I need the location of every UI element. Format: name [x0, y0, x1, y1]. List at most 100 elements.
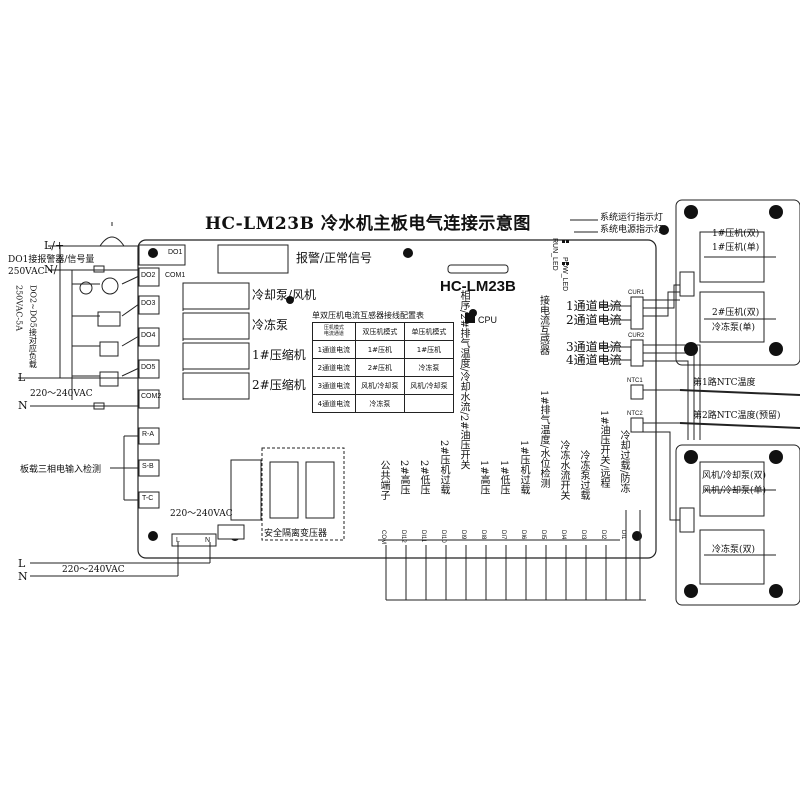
cool-pump-relay-label: 冷却泵/风机 — [252, 288, 317, 302]
ch4-label: 4通道电流 — [566, 353, 622, 367]
ra-terminal: R-A — [142, 431, 155, 438]
di-pin: DI1 — [620, 530, 626, 540]
di-pin: DI2 — [600, 530, 606, 540]
board-outline — [137, 239, 657, 559]
table-row: 1通道电流 1#压机 1#压机 — [312, 340, 455, 359]
l-label: L — [18, 371, 26, 384]
ntc2-temp-label: 第2路NTC温度(预留) — [693, 411, 781, 421]
relay-blocks — [182, 244, 289, 400]
page-title: HC-LM23B 冷水机主板电气连接示意图 — [205, 214, 531, 234]
di-label: 2#高压 — [398, 460, 409, 495]
ct-top-a: 1#压机(双) — [712, 229, 760, 239]
do3-terminal: DO3 — [141, 300, 156, 307]
power-lines — [18, 245, 217, 577]
table-cell: 1#压机 — [354, 340, 405, 359]
col-single: 单压机模式 — [403, 322, 455, 341]
do-note: DO2~DO5接对应负载 — [28, 285, 38, 368]
ct-top-c: 2#压机(双) — [712, 308, 760, 318]
di-pin: DI4 — [560, 530, 566, 540]
do4-terminal: DO4 — [141, 332, 156, 339]
ct-config-table: 单双压机电流互感器接线配置表 压机模式 电流通道 双压机模式 单压机模式 1通道… — [312, 310, 455, 413]
device-icons — [79, 277, 121, 387]
cpu-chip — [465, 313, 475, 323]
ct-top-d: 冷冻泵(单) — [712, 323, 756, 333]
table-corner: 压机模式 电流通道 — [312, 322, 356, 341]
di-pin: DI10 — [440, 530, 446, 543]
alarm-beacon-icon — [96, 222, 128, 247]
board-model: HC-LM23B — [440, 278, 516, 295]
freeze-pump-relay-label: 冷冻泵 — [252, 318, 289, 332]
di-label: 冷冻水流开关 — [558, 440, 569, 500]
run-led-label: RUN_LED — [551, 238, 558, 271]
sb-terminal: S-B — [142, 463, 154, 470]
corner-bottom: 电流通道 — [323, 330, 344, 337]
di-label: 冷却过载/防冻 — [618, 430, 629, 494]
transformer-label: 安全隔离变压器 — [264, 529, 328, 539]
table-cell — [403, 394, 455, 413]
di-label: 1#低压 — [498, 460, 509, 495]
col-dual: 双压机模式 — [354, 322, 405, 341]
di-label: 1#排气温度/水位检测 — [538, 390, 549, 489]
cpu-label: CPU — [478, 315, 498, 325]
tc-terminal: T-C — [142, 495, 154, 502]
table-cell: 冷冻泵 — [403, 358, 455, 377]
di-label: 2#压机过载 — [438, 440, 449, 495]
status-leds — [562, 240, 569, 265]
table-cell: 风机/冷却泵 — [403, 376, 455, 395]
ntc1-temp-label: 第1路NTC温度 — [693, 378, 756, 388]
di-pin: DI9 — [460, 530, 466, 540]
ct-bot-a: 风机/冷却泵(双) — [702, 471, 767, 481]
di-label: 1#油压开关/远程 — [598, 410, 609, 489]
ct-mount-holes — [684, 205, 783, 598]
cur2-label: CUR2 — [628, 333, 645, 339]
di-pin: DI12 — [400, 530, 406, 543]
table-cell: 3通道电流 — [312, 376, 356, 395]
n-label: N — [18, 399, 28, 412]
run-indicator-text: 系统运行指示灯 — [600, 213, 664, 223]
pow-led-label: POW_LED — [561, 257, 568, 292]
ct-top-b: 1#压机(单) — [712, 243, 760, 253]
ch3-label: 3通道电流 — [566, 340, 622, 354]
comp2-relay-label: 2#压缩机 — [252, 378, 306, 392]
ch2-label: 2通道电流 — [566, 313, 622, 327]
comp1-relay-label: 1#压缩机 — [252, 348, 306, 362]
do1-terminal: DO1 — [168, 249, 183, 256]
ct-bot-b: 风机/冷却泵(单) — [702, 486, 767, 496]
v220-bottom-label: 220～240VAC — [62, 565, 125, 575]
ct-boxes — [643, 199, 800, 606]
table-cell: 1#压机 — [403, 340, 455, 359]
n-minus-label: N/- — [44, 263, 62, 276]
ntc1-label: NTC1 — [627, 378, 643, 384]
alarm-relay-label: 报警/正常信号 — [296, 251, 373, 265]
cur1-label: CUR1 — [628, 290, 645, 296]
config-table-caption: 单双压机电流互感器接线配置表 — [312, 311, 424, 320]
v220-board-label: 220～240VAC — [170, 509, 233, 519]
table-row: 4通道电流 冷冻泵 — [312, 394, 455, 413]
ch1-label: 1通道电流 — [566, 299, 622, 313]
power-indicator-text: 系统电源指示灯 — [600, 225, 664, 235]
di-label: 相序/2#排气温度/冷却水流/2#油压开关 — [458, 290, 469, 470]
di-label: 公共端子 — [378, 460, 389, 500]
di-label: 冷冻泵过载 — [578, 450, 589, 500]
table-header-row: 压机模式 电流通道 双压机模式 单压机模式 — [312, 322, 455, 341]
di-pin: COM — [380, 530, 386, 544]
table-cell: 冷冻泵 — [354, 394, 405, 413]
l-plus-label: L/+ — [44, 239, 65, 252]
table-row: 2通道电流 2#压机 冷冻泵 — [312, 358, 455, 377]
di-label: 1#高压 — [478, 460, 489, 495]
table-cell: 2#压机 — [354, 358, 405, 377]
do5-terminal: DO5 — [141, 364, 156, 371]
ntc2-label: NTC2 — [627, 411, 643, 417]
table-cell: 4通道电流 — [312, 394, 356, 413]
di-pin: DI3 — [580, 530, 586, 540]
di-pin: DI5 — [540, 530, 546, 540]
di-label: 2#低压 — [418, 460, 429, 495]
n-in-terminal: N — [205, 537, 211, 544]
table-cell: 2通道电流 — [312, 358, 356, 377]
di-label: 1#压机过载 — [518, 440, 529, 495]
current-sensor-label: 接电流互感器 — [537, 295, 549, 355]
three-phase-label: 板载三相电输入检测 — [20, 465, 102, 475]
di-pin: DI6 — [520, 530, 526, 540]
